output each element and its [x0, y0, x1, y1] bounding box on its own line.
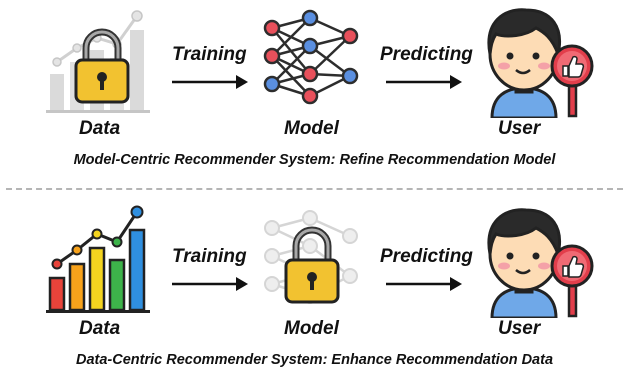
section-divider — [6, 188, 623, 190]
training-label: Training — [172, 44, 247, 65]
predicting-label: Predicting — [380, 246, 473, 267]
arrow-right-icon — [172, 277, 248, 291]
arrow-right-icon — [386, 277, 462, 291]
model-label: Model — [284, 118, 339, 139]
model-label: Model — [284, 318, 339, 339]
chart-lock-icon — [46, 10, 150, 113]
user-label: User — [498, 318, 541, 339]
arrow-right-icon — [386, 75, 462, 89]
arrow-right-icon — [172, 75, 248, 89]
data-centric-caption: Data-Centric Recommender System: Enhance… — [75, 352, 554, 368]
user-like-icon — [487, 8, 594, 118]
data-label: Data — [79, 118, 121, 139]
data-label: Data — [79, 318, 121, 339]
neural-network-icon — [263, 9, 359, 105]
network-lock-icon — [264, 210, 358, 304]
user-like-icon — [487, 208, 594, 318]
user-label: User — [498, 118, 541, 139]
model-centric-caption: Model-Centric Recommender System: Refine… — [73, 152, 556, 168]
color-bar-chart-icon — [46, 205, 150, 313]
predicting-label: Predicting — [380, 44, 473, 65]
training-label: Training — [172, 246, 247, 267]
